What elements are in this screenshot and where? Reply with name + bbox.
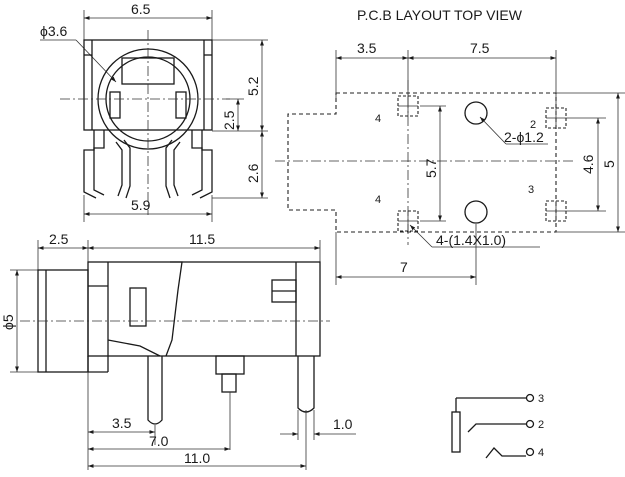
- dim-width-top: 6.5: [131, 1, 151, 17]
- schematic-symbol: 3 2 4: [451, 393, 544, 459]
- dim-right-inner: 4.6: [580, 154, 596, 174]
- dim-pin1: 3.5: [112, 415, 132, 431]
- pcb-layout-view: P.C.B LAYOUT TOP VIEW 3.5 7.5 4 2 4: [275, 7, 625, 285]
- dim-body: 11.5: [189, 231, 215, 247]
- dim-height-26: 2.6: [245, 163, 261, 183]
- dim-nose: 2.5: [49, 231, 69, 247]
- dim-bottom-span: 7: [400, 259, 408, 275]
- dim-pin2: 7.0: [149, 433, 169, 449]
- dim-pad-label: 4-(1.4X1.0): [436, 232, 506, 248]
- side-view: 2.5 11.5 ϕ5 3.: [0, 231, 356, 470]
- pcb-pin-label-bottom-right: 3: [528, 184, 534, 196]
- pcb-pin-label-bottom-left: 4: [375, 194, 381, 206]
- dim-left-offset: 3.5: [357, 40, 377, 56]
- dim-top-span: 7.5: [470, 40, 490, 56]
- dim-height-25: 2.5: [221, 110, 237, 130]
- front-view: 6.5 ϕ3.6 5.2 2: [40, 1, 268, 222]
- dim-pad-vertical: 5.7: [423, 158, 439, 178]
- dim-dia: ϕ5: [0, 314, 16, 330]
- dim-right-outer: 5: [601, 160, 617, 168]
- pcb-title: P.C.B LAYOUT TOP VIEW: [357, 7, 523, 23]
- pcb-pin-label-top-right: 2: [530, 119, 536, 131]
- schematic-pin-3: 3: [538, 393, 544, 405]
- pcb-pin-label-top-left: 4: [375, 113, 381, 125]
- dim-width-bottom: 5.9: [131, 197, 151, 213]
- dim-pin3: 11.0: [184, 450, 210, 466]
- schematic-pin-2: 2: [538, 419, 544, 431]
- dim-height-52: 5.2: [245, 76, 261, 96]
- dim-pin-width: 1.0: [333, 416, 353, 432]
- dim-hole-label: 2-ϕ1.2: [504, 129, 544, 145]
- schematic-pin-4: 4: [538, 447, 544, 459]
- dim-hole-dia: ϕ3.6: [40, 23, 68, 39]
